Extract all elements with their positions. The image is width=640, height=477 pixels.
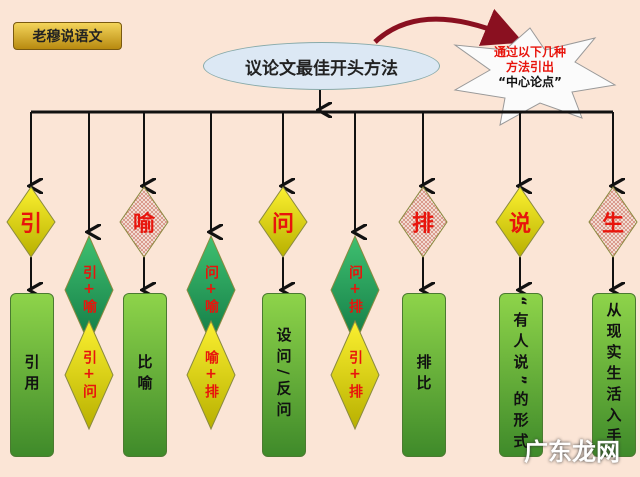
method-box: “有人说”的形式 — [499, 293, 543, 457]
note-text: 通过以下几种 方法引出 “中心论点” — [455, 45, 605, 90]
method-diamond — [588, 186, 638, 258]
combo-diamond — [64, 319, 114, 431]
combo-label: 问+排 — [347, 265, 363, 315]
method-diamond — [398, 186, 448, 258]
method-diamond — [495, 186, 545, 258]
curved-arrow — [373, 8, 524, 46]
method-box: 引用 — [10, 293, 54, 457]
method-diamond-label: 喻 — [132, 212, 156, 237]
combo-label: 喻+排 — [203, 350, 219, 400]
method-diamond — [119, 186, 169, 258]
watermark: 广东龙网 — [524, 438, 620, 466]
title-ellipse: 议论文最佳开头方法 — [203, 42, 440, 90]
combo-diamond — [186, 319, 236, 431]
method-diamond-label: 引 — [19, 212, 43, 237]
combo-label: 引+喻 — [81, 265, 97, 315]
combo-label: 引+排 — [347, 350, 363, 400]
method-box: 排比 — [402, 293, 446, 457]
combo-label: 问+喻 — [203, 265, 219, 315]
method-diamond-label: 说 — [508, 212, 532, 237]
method-diamond — [6, 186, 56, 258]
method-diamond-label: 问 — [271, 212, 295, 237]
method-box: 从现实生活入手 — [592, 293, 636, 457]
starburst — [453, 27, 617, 126]
method-diamond-label: 排 — [411, 212, 435, 237]
method-box: 设问/反问 — [262, 293, 306, 457]
note-line: “中心论点” — [498, 75, 562, 89]
note-line: 通过以下几种 — [493, 45, 566, 59]
note-line: 方法引出 — [505, 60, 554, 74]
method-box: 比喻 — [123, 293, 167, 457]
method-diamond — [258, 186, 308, 258]
combo-label: 引+问 — [81, 350, 97, 400]
combo-diamond — [330, 319, 380, 431]
method-diamond-label: 生 — [601, 212, 625, 237]
author-badge: 老穆说语文 — [13, 22, 122, 50]
